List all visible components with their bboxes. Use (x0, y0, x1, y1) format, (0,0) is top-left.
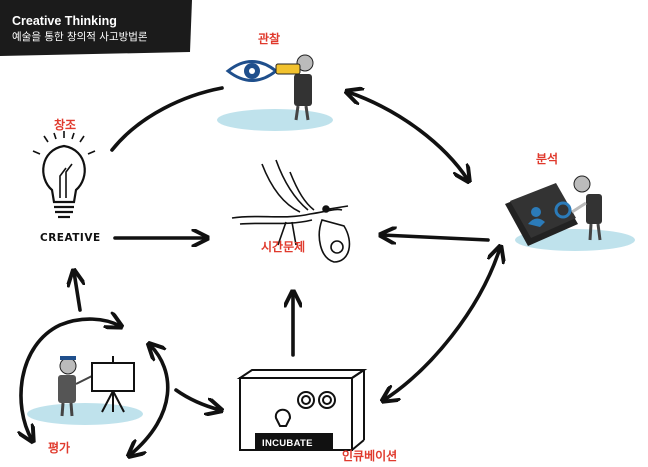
arrow-analyze-to-center (382, 235, 490, 240)
creative-text: CREATIVE (40, 232, 101, 244)
arrow-evaluate-loop-right (130, 345, 170, 455)
incubator-box-icon (236, 369, 368, 451)
binoculars-icon (275, 63, 301, 75)
arrow-evaluate-loop-left (21, 319, 120, 440)
analyze-label: 분석 (536, 152, 559, 166)
presentation-board-icon (91, 356, 135, 413)
badge-background (0, 0, 192, 56)
arrow-create-to-observe (110, 86, 224, 152)
badge-title: Creative Thinking (12, 14, 117, 28)
lightbulb-icon (32, 131, 96, 219)
create-label: 창조 (54, 118, 77, 132)
arrow-analyze-incubate (384, 248, 500, 400)
stork-icon (231, 159, 351, 263)
title-badge: Creative Thinking 예술을 통한 창의적 사고방법론 (0, 0, 192, 54)
arrow-observe-analyze (348, 92, 468, 180)
observe-label: 관찰 (258, 32, 281, 46)
arrow-evaluate-to-create (74, 272, 80, 312)
badge-subtitle: 예술을 통한 창의적 사고방법론 (12, 31, 148, 43)
evaluate-platform (27, 403, 143, 425)
center-label: 시간문제 (261, 240, 306, 254)
observer-person-icon (275, 54, 314, 121)
book-icon (505, 183, 578, 246)
cycle-arrows (21, 86, 500, 455)
analyst-person-icon (554, 175, 602, 241)
magnifier-icon (554, 201, 572, 219)
evaluate-label: 평가 (48, 441, 71, 455)
arrow-evaluate-incubate (174, 388, 220, 410)
incubate-text: INCUBATE (262, 438, 313, 449)
eye-icon (225, 60, 279, 82)
observe-platform (217, 109, 333, 131)
incubate-label: 인큐베이션 (342, 449, 398, 463)
